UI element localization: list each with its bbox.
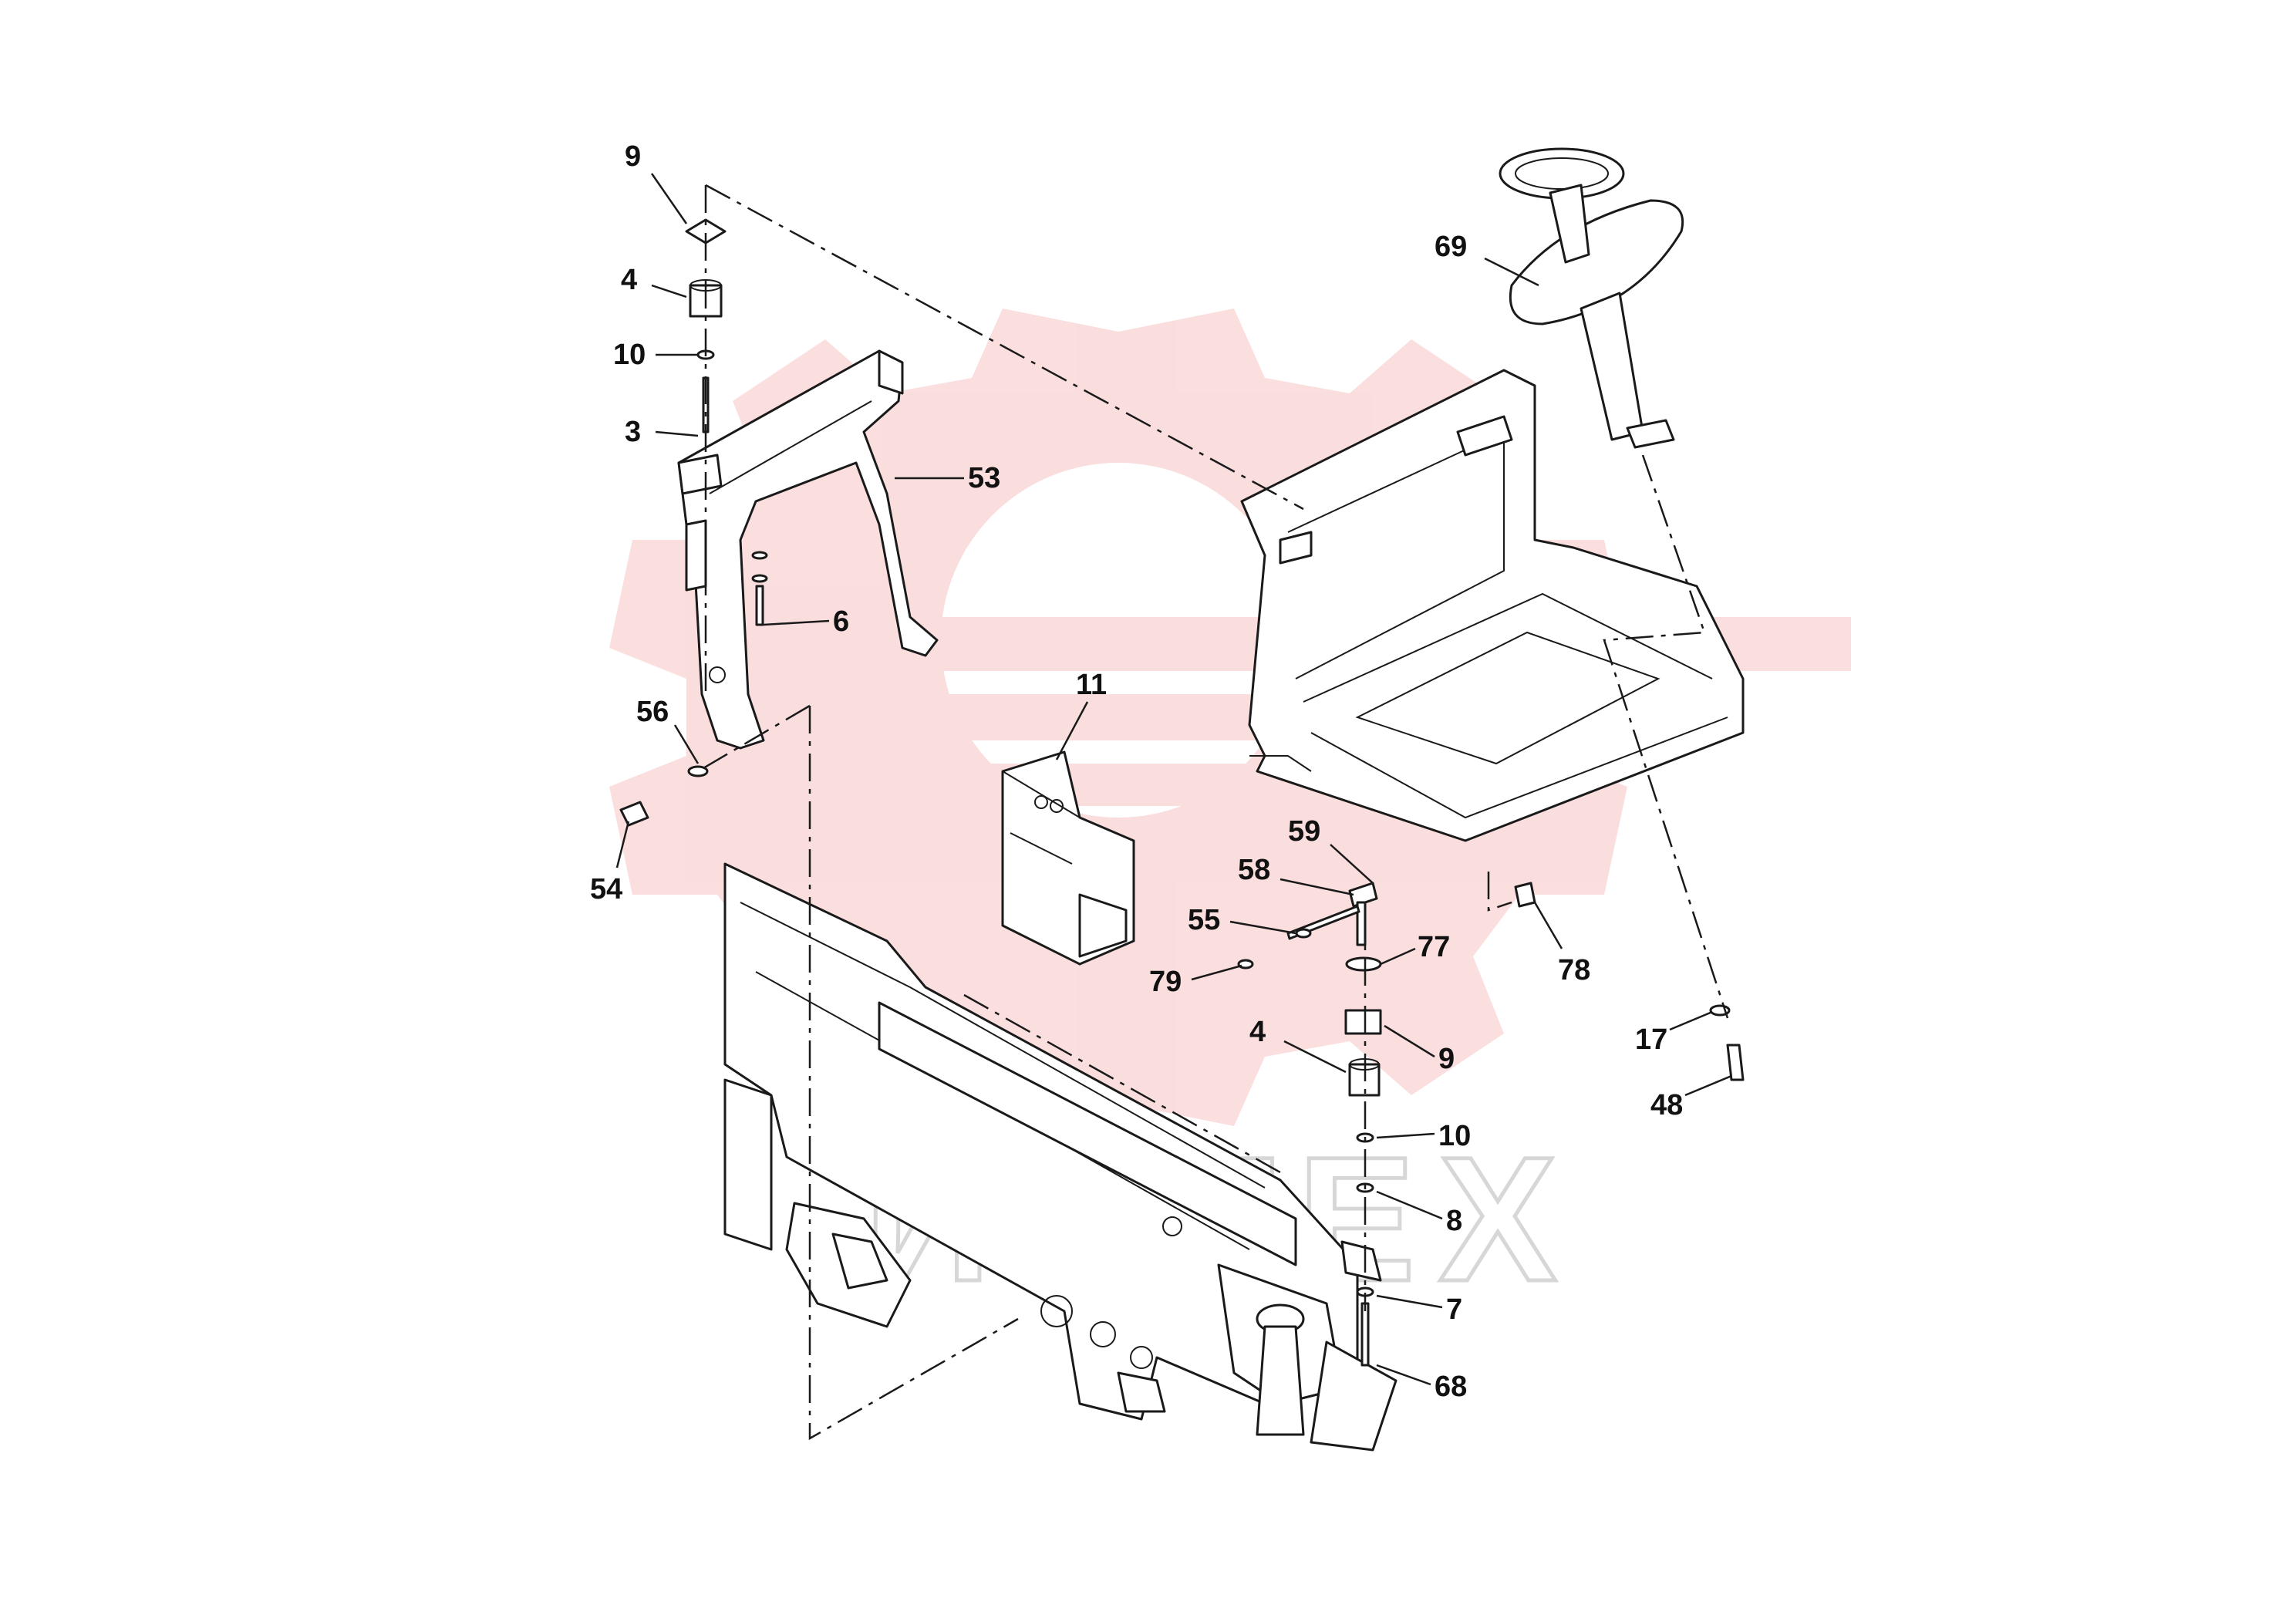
leader-line bbox=[1376, 1294, 1443, 1309]
callout-label: 56 bbox=[636, 696, 669, 728]
leader-line bbox=[1669, 1010, 1713, 1031]
chassis-frame bbox=[723, 862, 1397, 1452]
callout-label: 55 bbox=[1188, 904, 1220, 936]
leader-line bbox=[1330, 844, 1374, 884]
leader-line bbox=[673, 724, 700, 764]
callout-label: 10 bbox=[1438, 1120, 1471, 1152]
leader-line bbox=[1229, 920, 1296, 935]
callout-label: 17 bbox=[1635, 1023, 1667, 1056]
leader-line bbox=[1283, 1040, 1347, 1074]
callout-label: 4 bbox=[1249, 1016, 1266, 1048]
leader-line bbox=[1484, 257, 1539, 287]
battery-box bbox=[1001, 750, 1135, 966]
callout-label: 48 bbox=[1650, 1089, 1683, 1121]
callout-label: 9 bbox=[625, 140, 641, 173]
leader-line bbox=[1376, 1364, 1431, 1386]
leader-line bbox=[1533, 902, 1563, 949]
leader-line bbox=[655, 430, 699, 437]
leader-line bbox=[1380, 947, 1416, 966]
callout-label: 10 bbox=[613, 339, 646, 371]
leader-line bbox=[1055, 701, 1089, 760]
leader-line bbox=[650, 173, 688, 224]
leader-line bbox=[1684, 1074, 1732, 1097]
leader-line bbox=[1191, 964, 1242, 981]
callout-label: 9 bbox=[1438, 1043, 1455, 1075]
callouts: 9 4 10 3 53 6 56 54 11 69 59 58 55 79 77… bbox=[590, 140, 1732, 1403]
leader-line bbox=[1384, 1024, 1435, 1058]
leader-line bbox=[615, 821, 630, 868]
callout-label: 79 bbox=[1149, 966, 1182, 998]
seat-support-bracket bbox=[677, 349, 939, 750]
callout-label: 77 bbox=[1418, 931, 1450, 963]
leader-line bbox=[1376, 1190, 1443, 1220]
callout-label: 68 bbox=[1435, 1371, 1467, 1403]
callout-label: 54 bbox=[590, 873, 622, 905]
callout-label: 59 bbox=[1288, 815, 1320, 848]
callout-label: 7 bbox=[1446, 1293, 1462, 1326]
assembly-lines bbox=[697, 184, 1729, 1441]
leader-line bbox=[1279, 878, 1354, 896]
callout-label: 6 bbox=[833, 605, 849, 638]
callout-label: 4 bbox=[621, 264, 637, 296]
steering-column-assembly bbox=[1499, 147, 1684, 449]
leader-line bbox=[763, 619, 830, 626]
callout-label: 78 bbox=[1558, 954, 1590, 986]
callout-label: 58 bbox=[1238, 854, 1270, 886]
leader-line bbox=[1376, 1132, 1435, 1139]
callout-label: 3 bbox=[625, 416, 641, 448]
callout-label: 69 bbox=[1435, 231, 1467, 263]
callout-label: 11 bbox=[1076, 669, 1107, 701]
callout-label: 8 bbox=[1446, 1205, 1462, 1237]
leader-line bbox=[651, 284, 687, 298]
callout-label: 53 bbox=[968, 462, 1000, 494]
